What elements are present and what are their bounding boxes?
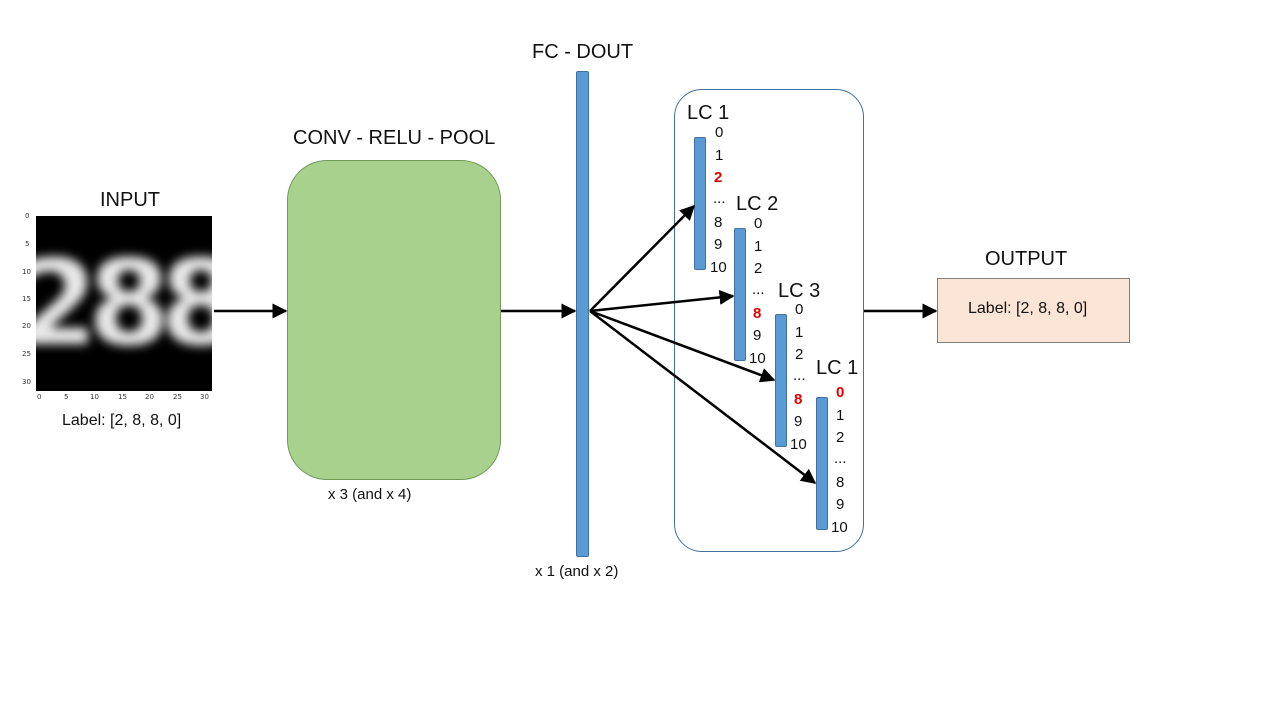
lc-head-title: LC 3 (778, 280, 821, 302)
class-index: 10 (831, 519, 848, 536)
lc-head-bar (734, 228, 746, 361)
predicted-class: 2 (714, 169, 723, 186)
output-box (937, 278, 1130, 343)
class-index: 10 (749, 350, 766, 367)
predicted-class: 0 (836, 384, 845, 401)
input-y-axis: 0 5 10 15 20 25 30 (22, 212, 36, 391)
input-x-axis: 0 5 10 15 20 25 30 (36, 393, 212, 403)
class-index: 10 (790, 436, 807, 453)
y-tick: 20 (22, 322, 31, 330)
lc-head-bar (694, 137, 706, 270)
y-tick: 25 (22, 350, 31, 358)
class-index: 0 (795, 301, 804, 318)
class-index: 2 (754, 260, 763, 277)
y-tick: 5 (25, 240, 30, 248)
y-tick: 15 (22, 295, 31, 303)
class-index: 8 (836, 474, 845, 491)
x-tick: 15 (118, 393, 127, 401)
y-tick: 10 (22, 268, 31, 276)
conv-repeat-label: x 3 (and x 4) (328, 486, 412, 503)
lc-head-bar (816, 397, 828, 530)
x-tick: 30 (200, 393, 209, 401)
svg-text:288: 288 (36, 234, 212, 372)
class-index: 1 (836, 407, 845, 424)
class-index: 9 (714, 236, 723, 253)
output-label: Label: [2, 8, 8, 0] (968, 300, 1088, 317)
x-tick: 0 (37, 393, 42, 401)
x-tick: 25 (173, 393, 182, 401)
lc-head-title: LC 2 (736, 193, 779, 215)
input-title: INPUT (100, 189, 160, 211)
class-index: 9 (836, 496, 845, 513)
class-index: 1 (754, 238, 763, 255)
x-tick: 5 (64, 393, 69, 401)
class-ellipsis: ... (793, 367, 806, 384)
lc-head-title: LC 1 (816, 357, 859, 379)
input-image: 288 (16, 216, 245, 391)
blurred-digits-image: 288 (16, 216, 245, 391)
predicted-class: 8 (753, 305, 762, 322)
x-tick: 20 (145, 393, 154, 401)
class-index: 9 (794, 413, 803, 430)
lc-head-bar (775, 314, 787, 447)
class-index: 2 (795, 346, 804, 363)
class-index: 0 (715, 124, 724, 141)
class-index: 8 (714, 214, 723, 231)
class-ellipsis: ... (713, 190, 726, 207)
fc-dout-bar (576, 71, 589, 557)
conv-title: CONV - RELU - POOL (293, 127, 496, 149)
conv-relu-pool-block (287, 160, 501, 480)
class-index: 10 (710, 259, 727, 276)
class-ellipsis: ... (752, 281, 765, 298)
lc-head-title: LC 1 (687, 102, 730, 124)
output-title: OUTPUT (985, 248, 1068, 270)
predicted-class: 8 (794, 391, 803, 408)
class-index: 9 (753, 327, 762, 344)
class-index: 1 (795, 324, 804, 341)
class-index: 0 (754, 215, 763, 232)
fc-title: FC - DOUT (532, 41, 634, 63)
class-index: 1 (715, 147, 724, 164)
input-label: Label: [2, 8, 8, 0] (62, 412, 182, 429)
y-tick: 0 (25, 212, 30, 220)
class-ellipsis: ... (834, 450, 847, 467)
fc-repeat-label: x 1 (and x 2) (535, 563, 619, 580)
y-tick: 30 (22, 378, 31, 386)
class-index: 2 (836, 429, 845, 446)
x-tick: 10 (90, 393, 99, 401)
